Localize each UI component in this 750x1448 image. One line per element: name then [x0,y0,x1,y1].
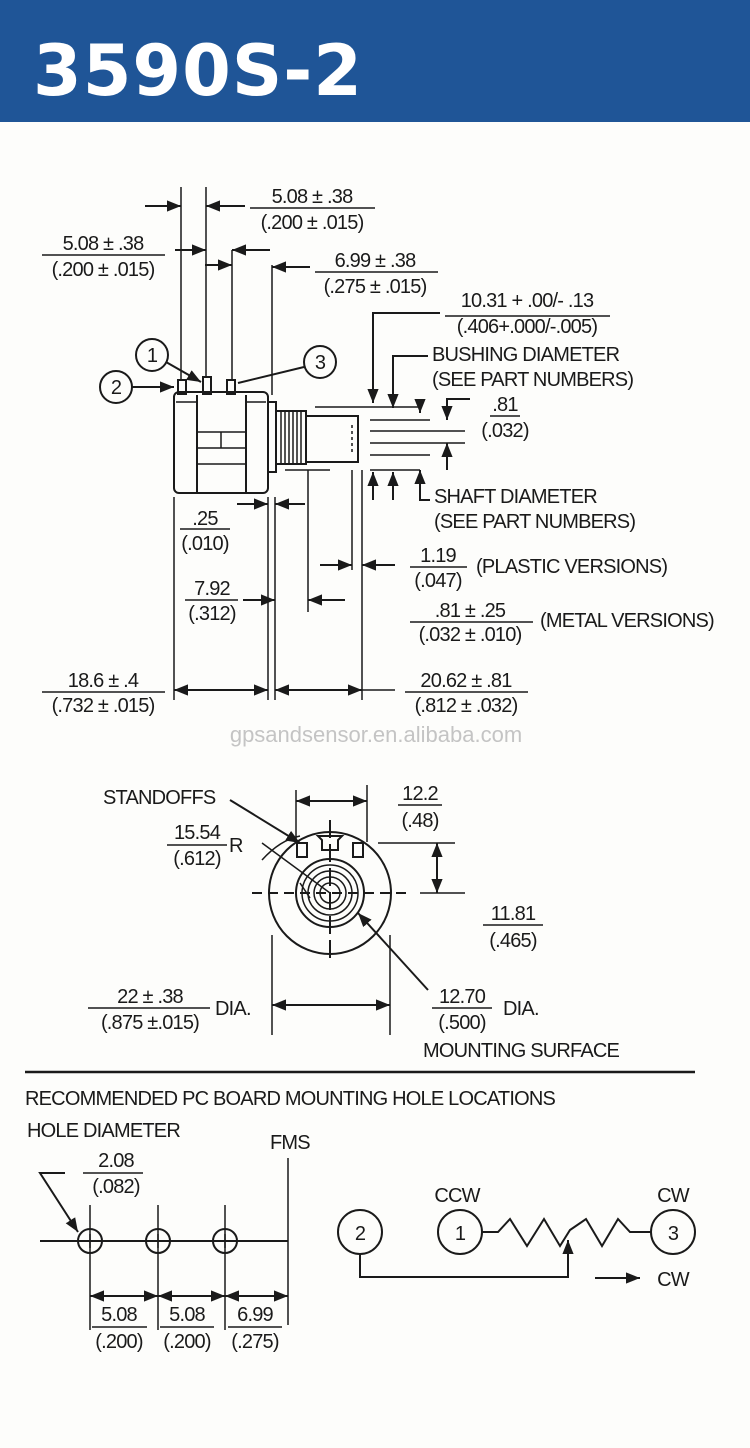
spacing-3-in: (.275) [231,1331,279,1353]
cw-label: CW [657,1185,690,1207]
terminal-3-label: 3 [668,1223,679,1245]
dim-flat-mm: .81 [492,394,518,416]
pin-3-balloon [303,345,337,379]
dim-body-dia-in: (.875 ±.015) [101,1012,199,1034]
dim-panel-gap-mm: .25 [192,508,218,530]
dim-height-mm: 11.81 [491,903,536,925]
dim-panel-gap-in: (.010) [181,533,229,555]
dim-pin3-offset-in: (.275 ± .015) [324,276,427,298]
potentiometer-body [173,376,359,494]
pin-2-label: 2 [111,377,122,399]
bushing-note-line1: BUSHING DIAMETER [432,344,620,366]
dim-body-dia-suffix: DIA. [215,998,251,1020]
title-banner: 3590S-2 [0,0,750,122]
fms-label: FMS [270,1132,310,1154]
front-view: STANDOFFS 12.2 (.48) 15.54 (.612) R 11.8… [88,783,620,1062]
dim-hole-mm: 2.08 [98,1150,134,1172]
part-number-title: 3590S-2 [33,30,363,112]
dim-body-dia-mm: 22 ± .38 [117,986,183,1008]
spacing-2-mm: 5.08 [169,1304,205,1326]
side-view: 5.08 ± .38 (.200 ± .015) 5.08 ± .38 (.20… [42,186,715,747]
shaft-note-line1: SHAFT DIAMETER [434,486,597,508]
mounting-hole-2 [145,1205,171,1330]
terminal-1-label: 1 [455,1223,466,1245]
dim-radius-in: (.612) [173,848,221,870]
dim-metal-in: (.032 ± .010) [419,624,522,646]
watermark: gpsandsensor.en.alibaba.com [230,722,522,747]
dim-standoff-width-in: (.48) [401,810,438,832]
dim-shaft-length-in: (.812 ± .032) [415,695,518,717]
dim-pin-spacing-top-in: (.200 ± .015) [261,212,364,234]
dim-standoff-width-mm: 12.2 [402,783,438,805]
pcb-hole-layout: RECOMMENDED PC BOARD MOUNTING HOLE LOCAT… [25,1088,556,1353]
schematic: CCW CW 2 1 3 CW [337,1185,696,1291]
plastic-versions-note: (PLASTIC VERSIONS) [476,556,667,578]
cw-direction-label: CW [657,1269,690,1291]
dim-pin3-offset-mm: 6.99 ± .38 [335,250,416,272]
dim-flat-in: (.032) [481,420,529,442]
dim-plastic-in: (.047) [414,570,462,592]
dim-radius-mm: 15.54 [174,822,221,844]
dim-mount-dia-suffix: DIA. [503,998,539,1020]
ccw-label: CCW [434,1185,480,1207]
metal-versions-note: (METAL VERSIONS) [540,610,714,632]
mounting-hole-3 [212,1205,238,1330]
pin-3-label: 3 [315,352,326,374]
dim-metal-mm: .81 ± .25 [435,600,506,622]
hole-diameter-label: HOLE DIAMETER [27,1120,180,1142]
dim-radius-suffix: R [229,835,243,857]
dim-pin-spacing-left-mm: 5.08 ± .38 [63,233,144,255]
dim-plastic-mm: 1.19 [420,545,456,567]
dim-bushing-length-in: (.406+.000/-.005) [457,316,598,338]
dim-mount-dia-mm: 12.70 [439,986,486,1008]
spacing-1-in: (.200) [95,1331,143,1353]
dim-shaft-length-mm: 20.62 ± .81 [420,670,512,692]
pin-1-balloon [135,338,169,372]
standoffs-label: STANDOFFS [103,787,216,809]
dim-mount-dia-in: (.500) [438,1012,486,1034]
pin-1-label: 1 [147,345,158,367]
dim-bushing-depth-in: (.312) [188,603,236,625]
dim-body-length-in: (.732 ± .015) [52,695,155,717]
dim-body-length-mm: 18.6 ± .4 [68,670,139,692]
dim-bushing-depth-mm: 7.92 [194,578,230,600]
spacing-3-mm: 6.99 [237,1304,273,1326]
mounting-hole-1 [77,1205,103,1330]
dim-height-in: (.465) [489,930,537,952]
spacing-1-mm: 5.08 [101,1304,137,1326]
dim-pin-spacing-left-in: (.200 ± .015) [52,259,155,281]
dim-bushing-length-mm: 10.31 + .00/- .13 [461,290,594,312]
resistor-symbol [482,1217,651,1248]
dim-pin-spacing-top-mm: 5.08 ± .38 [272,186,353,208]
bushing-note-line2: (SEE PART NUMBERS) [432,369,633,391]
terminal-2-label: 2 [355,1223,366,1245]
spacing-2-in: (.200) [163,1331,211,1353]
mounting-surface-label: MOUNTING SURFACE [423,1040,620,1062]
dim-hole-in: (.082) [92,1176,140,1198]
pcb-section-title: RECOMMENDED PC BOARD MOUNTING HOLE LOCAT… [25,1088,555,1110]
shaft-note-line2: (SEE PART NUMBERS) [434,511,635,533]
